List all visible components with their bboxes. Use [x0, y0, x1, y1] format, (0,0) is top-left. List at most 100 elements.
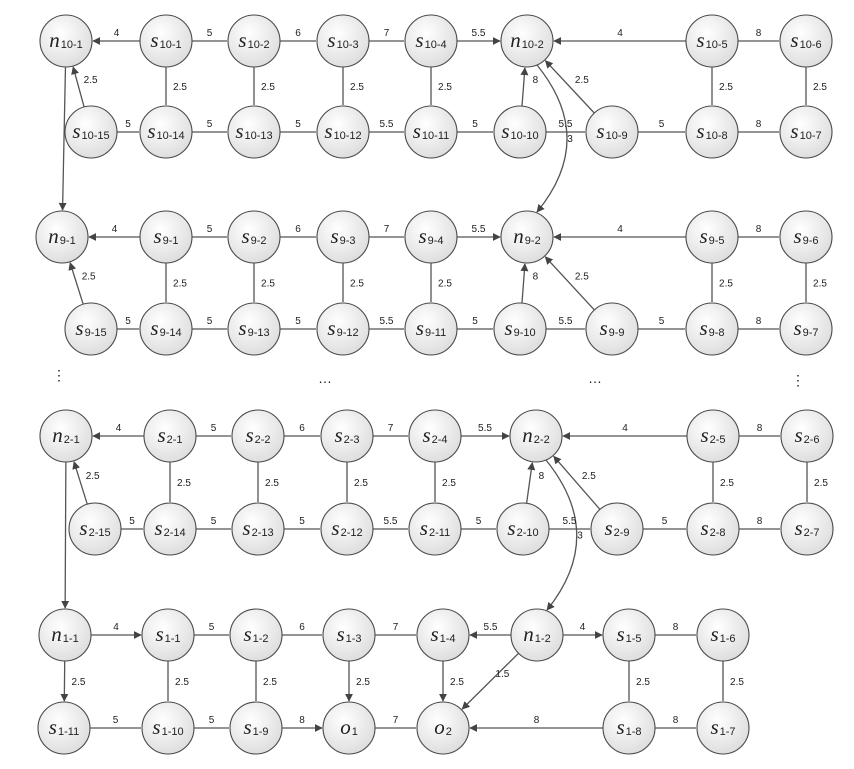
edges-layer [58, 37, 808, 732]
edge-weight-s10-8-s10-7: 8 [756, 119, 762, 130]
node-label-s10-3: s10-3 [327, 28, 358, 52]
edge-weight-s10-15-n10-1: 2.5 [84, 75, 98, 86]
node-s2-14: s2-14 [143, 502, 197, 556]
edge-weight-s9-12-s9-11: 5.5 [380, 316, 394, 327]
node-circle-s2-12 [320, 502, 374, 556]
node-label-s10-9: s10-9 [596, 119, 627, 143]
node-circle-s2-4 [408, 409, 462, 463]
edge-weight-s9-9-s9-8: 5 [659, 316, 665, 327]
node-circle-s1-8 [602, 701, 656, 755]
node-s10-8: s10-8 [685, 105, 739, 159]
node-circle-n1-2 [510, 608, 564, 662]
edge-weight-s10-4-s10-11: 2.5 [438, 82, 452, 93]
node-circle-s9-10 [493, 302, 547, 356]
node-circle-n10-2 [500, 14, 554, 68]
node-circle-s9-1 [139, 210, 193, 264]
edge-weight-s2-5-s2-6: 8 [757, 423, 763, 434]
edge-weight-s9-1-s9-14: 2.5 [173, 279, 187, 290]
edge-weight-n1-2-o2: 1.5 [495, 669, 509, 680]
edge-weight-s9-1-s9-2: 5 [207, 224, 213, 235]
ellipsis-e-left: ⋮ [52, 367, 66, 383]
node-s2-3: s2-3 [320, 409, 374, 463]
edge-weight-s10-12-s10-11: 5.5 [380, 119, 394, 130]
node-s1-5: s1-5 [602, 608, 656, 662]
edge-weight-s9-5-s9-6: 8 [756, 224, 762, 235]
edge-weight-s10-5-s10-8: 2.5 [719, 82, 733, 93]
node-s2-6: s2-6 [780, 409, 834, 463]
node-s1-9: s1-9 [229, 701, 283, 755]
node-label-s1-3: s1-3 [336, 622, 361, 646]
edge-weight-s10-1-n10-1: 4 [114, 28, 120, 39]
ellipsis-e-mid2: … [588, 370, 602, 386]
node-circle-s9-12 [316, 302, 370, 356]
ellipsis-e-right: ⋮ [791, 372, 805, 388]
node-s10-13: s10-13 [227, 105, 281, 159]
node-s2-15: s2-15 [68, 502, 122, 556]
edge-weight-s1-2-s1-9: 2.5 [263, 677, 277, 688]
node-n2-1: n2-1 [39, 409, 93, 463]
node-circle-s9-9 [585, 302, 639, 356]
edge-weight-s9-10-s9-9: 5.5 [559, 316, 573, 327]
node-s2-10: s2-10 [496, 502, 550, 556]
node-s10-9: s10-9 [585, 105, 639, 159]
node-label-s1-2: s1-2 [243, 622, 268, 646]
node-circle-n9-1 [35, 210, 89, 264]
node-circle-s10-9 [585, 105, 639, 159]
node-label-s10-5: s10-5 [696, 28, 727, 52]
edge-weight-s9-2-s9-3: 6 [295, 224, 301, 235]
node-circle-s10-15 [64, 105, 118, 159]
node-circle-s10-1 [139, 14, 193, 68]
node-circle-s1-1 [141, 608, 195, 662]
node-n1-2: n1-2 [510, 608, 564, 662]
node-s1-10: s1-10 [141, 701, 195, 755]
node-circle-s2-7 [780, 502, 834, 556]
node-label-s9-15: s9-15 [75, 316, 106, 340]
node-circle-s1-9 [229, 701, 283, 755]
node-s10-15: s10-15 [64, 105, 118, 159]
node-circle-s2-15 [68, 502, 122, 556]
node-circle-s10-12 [316, 105, 370, 159]
node-label-s2-7: s2-7 [794, 516, 819, 540]
node-s9-11: s9-11 [404, 302, 458, 356]
node-s9-2: s9-2 [227, 210, 281, 264]
node-circle-s1-11 [37, 701, 91, 755]
node-label-s1-8: s1-8 [616, 715, 641, 739]
edge-weight-s10-9-s10-8: 5 [659, 119, 665, 130]
node-circle-n10-1 [39, 14, 93, 68]
node-label-s9-2: s9-2 [241, 224, 266, 248]
edge-weight-s1-1-s1-10: 2.5 [175, 677, 189, 688]
node-s1-4: s1-4 [416, 608, 470, 662]
node-label-s10-15: s10-15 [72, 119, 109, 143]
edge-weight-s2-9-s2-8: 5 [662, 516, 668, 527]
node-s9-12: s9-12 [316, 302, 370, 356]
edge-weight-s10-3-s10-4: 7 [384, 28, 390, 39]
node-label-s9-1: s9-1 [153, 224, 178, 248]
node-label-s2-13: s2-13 [242, 516, 273, 540]
node-label-n9-2: n9-2 [513, 224, 540, 248]
node-label-s2-2: s2-2 [245, 423, 270, 447]
node-o1: o1 [322, 701, 376, 755]
node-circle-s2-8 [686, 502, 740, 556]
node-s10-14: s10-14 [139, 105, 193, 159]
node-label-s9-13: s9-13 [238, 316, 269, 340]
node-label-s10-10: s10-10 [501, 119, 538, 143]
node-circle-s9-15 [64, 302, 118, 356]
node-s9-15: s9-15 [64, 302, 118, 356]
node-label-s2-5: s2-5 [700, 423, 725, 447]
node-label-s1-9: s1-9 [243, 715, 268, 739]
node-circle-s1-5 [602, 608, 656, 662]
edge-weight-s9-14-s9-13: 5 [207, 316, 213, 327]
node-circle-n2-2 [509, 409, 563, 463]
edge-weight-s2-5-s2-8: 2.5 [720, 478, 734, 489]
edge-weight-o1-o2: 7 [393, 715, 399, 726]
edge-s2-10-n2-2 [525, 461, 536, 504]
node-s9-13: s9-13 [227, 302, 281, 356]
edge-weight-s1-8-o2: 8 [534, 715, 540, 726]
node-label-s1-4: s1-4 [430, 622, 455, 646]
edge-weight-s2-4-s2-11: 2.5 [442, 478, 456, 489]
node-s9-1: s9-1 [139, 210, 193, 264]
edge-weight-s9-8-s9-7: 8 [756, 316, 762, 327]
node-n1-1: n1-1 [38, 608, 92, 662]
node-s10-7: s10-7 [779, 105, 833, 159]
node-circle-s10-3 [316, 14, 370, 68]
